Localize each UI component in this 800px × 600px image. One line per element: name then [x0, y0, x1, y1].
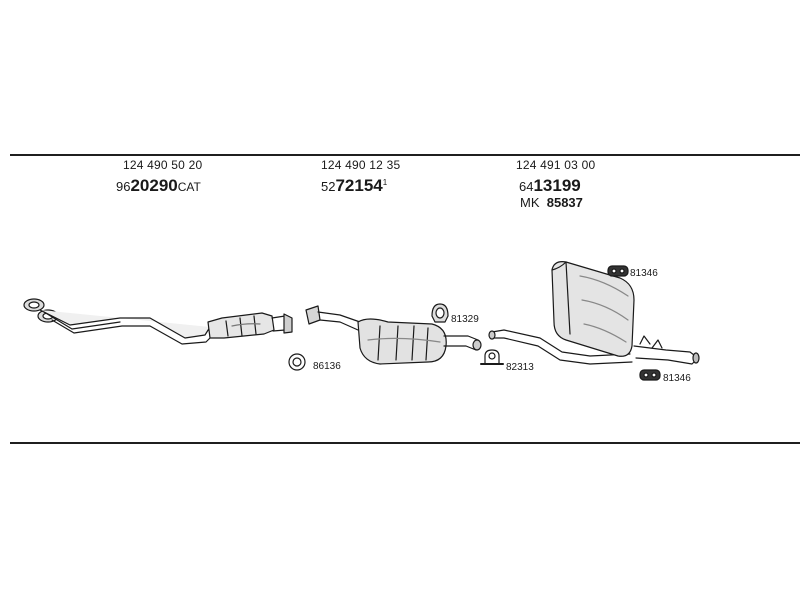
callout-clamp-mid: 81329: [451, 314, 479, 325]
part-main: 72154: [335, 176, 383, 195]
rear-silencer-drawing: [488, 261, 700, 365]
part-prefix: 64: [519, 179, 534, 194]
mk-prefix: MK: [520, 195, 540, 210]
top-divider: [10, 154, 800, 156]
part-prefix: 96: [116, 179, 131, 194]
callout-clamp-rear: 82313: [506, 362, 534, 373]
part-main: 20290: [130, 176, 178, 195]
oe-number-front-pipe: 124 490 50 20: [123, 158, 203, 172]
part-prefix: 52: [321, 179, 336, 194]
bottom-divider: [10, 442, 800, 444]
front-pipe-catalyst-drawing: [23, 298, 293, 345]
rubber-hanger-top-icon: [607, 265, 629, 277]
part-number-front-pipe: 9620290CAT: [116, 177, 201, 195]
clamp-icon: [431, 303, 449, 323]
oe-number-rear-silencer: 124 491 03 00: [516, 158, 596, 172]
oe-number-middle-silencer: 124 490 12 35: [321, 158, 401, 172]
middle-silencer-drawing: [305, 305, 482, 365]
rubber-hanger-bottom-icon: [639, 369, 661, 381]
callout-gasket-front: 86136: [313, 361, 341, 372]
callout-hanger-bottom: 81346: [663, 373, 691, 384]
u-clamp-icon: [480, 349, 504, 365]
part-number-rear-silencer: 6413199: [519, 177, 581, 195]
mk-number: 85837: [546, 195, 583, 210]
mounting-kit-label: MK 85837: [520, 195, 583, 210]
part-main: 13199: [533, 176, 581, 195]
gasket-ring-icon: [288, 353, 306, 371]
callout-hanger-top: 81346: [630, 268, 658, 279]
part-number-middle-silencer: 52721541: [321, 177, 387, 195]
part-suffix: CAT: [177, 180, 201, 194]
part-superscript: 1: [382, 178, 388, 187]
